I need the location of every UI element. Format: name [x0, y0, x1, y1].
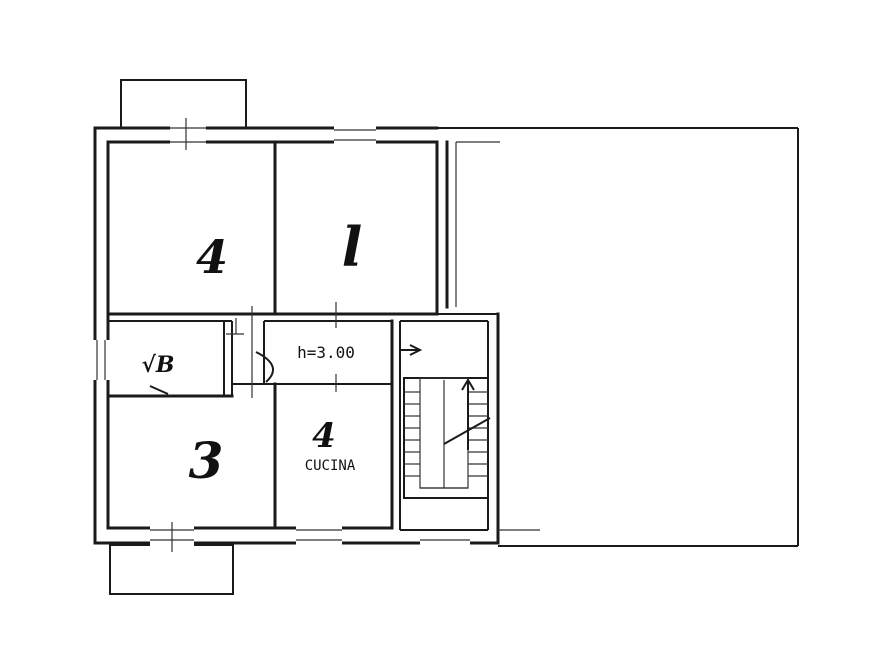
door-marks	[149, 302, 423, 398]
stairwell	[400, 312, 500, 545]
balcony-bottom	[109, 544, 234, 595]
bathroom-label: √B	[141, 352, 174, 378]
kitchen-label: CUCINA	[305, 458, 356, 474]
balcony-top	[120, 79, 247, 129]
room-label-4: 4	[312, 416, 336, 456]
interior-walls	[106, 140, 439, 530]
adjacent-area	[437, 127, 799, 547]
room-label-2: l	[342, 215, 363, 279]
room-label-3: 3	[189, 431, 224, 490]
room-label-1: 4	[196, 230, 228, 284]
windows	[93, 118, 470, 552]
exterior-walls	[93, 126, 500, 545]
corridor-height-label: h=3.00	[297, 343, 355, 362]
